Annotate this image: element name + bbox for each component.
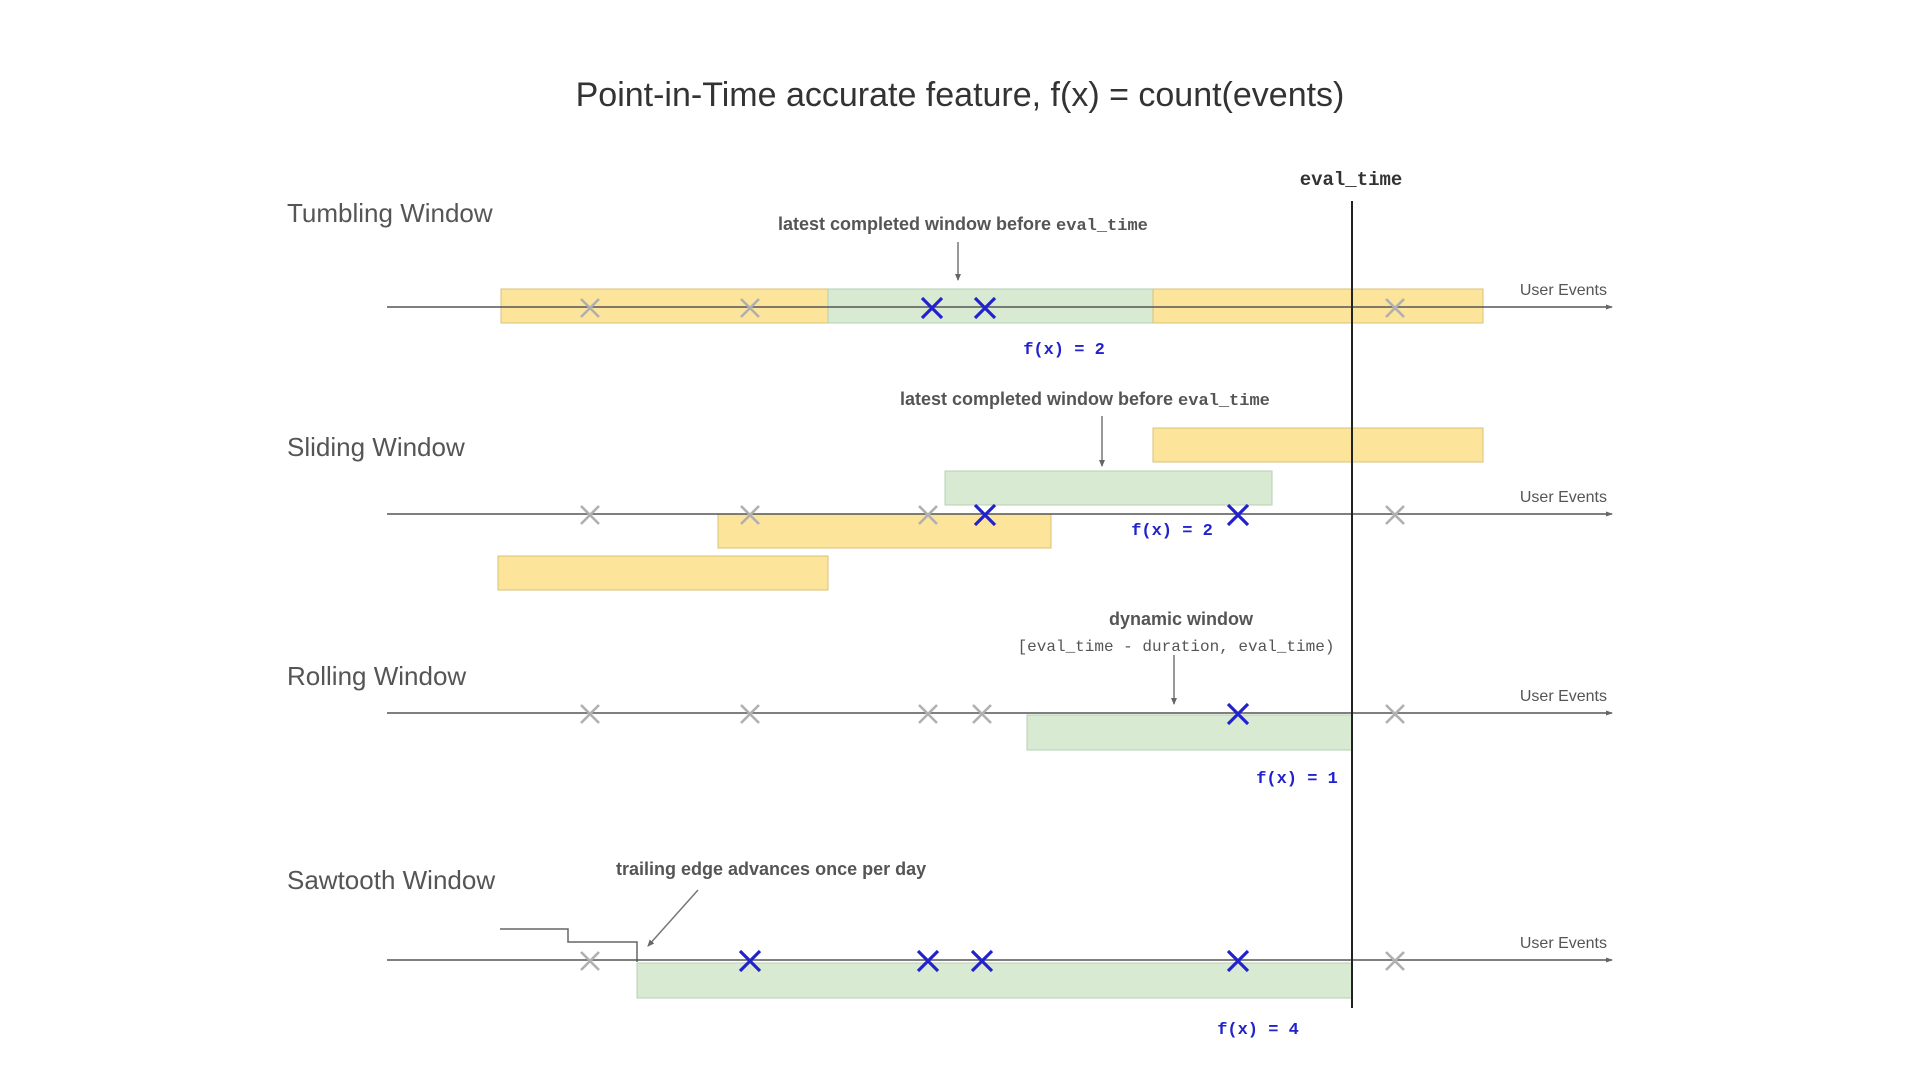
ignored-event-marker [740, 704, 760, 724]
counted-event-marker [1226, 503, 1250, 527]
tumbling-annotation-code: eval_time [1056, 217, 1148, 236]
counted-event-marker [916, 949, 940, 973]
sawtooth-axis-label: User Events [1520, 935, 1607, 952]
counted-event-marker [973, 296, 997, 320]
ignored-event-marker [972, 704, 992, 724]
counted-event-marker [973, 503, 997, 527]
sawtooth-events [580, 949, 1405, 973]
sawtooth-window-row: Sawtooth Window User Events trailing edg… [287, 859, 1613, 1040]
event-marker-stroke [920, 296, 944, 320]
event-marker-stroke [973, 503, 997, 527]
ignored-event-marker [1385, 951, 1405, 971]
sawtooth-annotation: trailing edge advances once per day [616, 859, 926, 879]
event-marker-stroke [918, 704, 938, 724]
rolling-axis-label: User Events [1520, 688, 1607, 705]
ignored-event-marker [1385, 704, 1405, 724]
event-marker-stroke [580, 704, 600, 724]
counted-event-marker [970, 949, 994, 973]
event-marker-stroke [580, 505, 600, 525]
rolling-events [580, 702, 1405, 726]
tumbling-annotation: latest completed window before eval_time [778, 214, 1148, 236]
row-label-sliding: Sliding Window [287, 432, 465, 462]
sliding-window-4 [1152, 427, 1484, 463]
row-label-tumbling: Tumbling Window [287, 198, 493, 228]
rolling-annotation-title: dynamic window [1109, 609, 1254, 629]
sliding-window-2 [717, 513, 1052, 549]
event-marker-stroke [1385, 505, 1405, 525]
event-marker-stroke [1226, 702, 1250, 726]
sliding-axis-label: User Events [1520, 489, 1607, 506]
event-marker-stroke [738, 949, 762, 973]
counted-event-marker [738, 949, 762, 973]
counted-event-marker [1226, 949, 1250, 973]
event-marker-stroke [973, 296, 997, 320]
tumbling-axis-label: User Events [1520, 282, 1607, 299]
rolling-annotation-formula: [eval_time - duration, eval_time) [1018, 638, 1335, 656]
ignored-event-marker [740, 505, 760, 525]
ignored-event-marker [580, 298, 600, 318]
rolling-window-row: Rolling Window User Events dynamic windo… [287, 609, 1613, 789]
event-marker-stroke [916, 949, 940, 973]
ignored-event-marker [1385, 505, 1405, 525]
row-label-sawtooth: Sawtooth Window [287, 865, 495, 895]
sawtooth-annotation-arrow [647, 889, 699, 947]
ignored-event-marker [918, 505, 938, 525]
event-marker-stroke [740, 298, 760, 318]
tumbling-window-row: Tumbling Window User Events latest compl… [287, 198, 1613, 360]
event-marker-stroke [972, 704, 992, 724]
event-marker-stroke [918, 505, 938, 525]
event-marker-stroke [740, 704, 760, 724]
ignored-event-marker [1385, 298, 1405, 318]
sliding-result: f(x) = 2 [1131, 522, 1213, 541]
rolling-result: f(x) = 1 [1256, 770, 1338, 789]
page-title: Point-in-Time accurate feature, f(x) = c… [576, 76, 1345, 114]
ignored-event-marker [580, 505, 600, 525]
sawtooth-result: f(x) = 4 [1217, 1021, 1299, 1040]
event-marker-stroke [1385, 298, 1405, 318]
tumbling-events [580, 296, 1405, 320]
ignored-event-marker [580, 704, 600, 724]
event-marker-stroke [1226, 503, 1250, 527]
ignored-event-marker [580, 951, 600, 971]
sawtooth-trailing-edge [500, 928, 638, 962]
event-marker-stroke [580, 951, 600, 971]
sliding-window-selected [944, 470, 1273, 506]
event-marker-stroke [1385, 704, 1405, 724]
event-marker-stroke [740, 505, 760, 525]
event-marker-stroke [1385, 951, 1405, 971]
sliding-events [580, 503, 1405, 527]
rolling-window-selected [1026, 714, 1353, 751]
tumbling-window-3 [1152, 288, 1484, 324]
tumbling-window-selected [827, 288, 1154, 324]
event-marker-stroke [580, 298, 600, 318]
tumbling-window-1 [500, 288, 829, 324]
tumbling-result: f(x) = 2 [1023, 341, 1105, 360]
counted-event-marker [1226, 702, 1250, 726]
sliding-window-1 [497, 555, 829, 591]
eval-time-label: eval_time [1300, 169, 1403, 191]
sliding-annotation: latest completed window before eval_time [900, 389, 1270, 411]
ignored-event-marker [918, 704, 938, 724]
event-marker-stroke [970, 949, 994, 973]
row-label-rolling: Rolling Window [287, 661, 466, 691]
counted-event-marker [920, 296, 944, 320]
sliding-annotation-code: eval_time [1178, 392, 1270, 411]
sliding-window-row: Sliding Window User Events latest comple… [287, 389, 1613, 591]
sliding-annotation-text: latest completed window before [900, 389, 1178, 409]
event-marker-stroke [1226, 949, 1250, 973]
ignored-event-marker [740, 298, 760, 318]
tumbling-annotation-text: latest completed window before [778, 214, 1056, 234]
